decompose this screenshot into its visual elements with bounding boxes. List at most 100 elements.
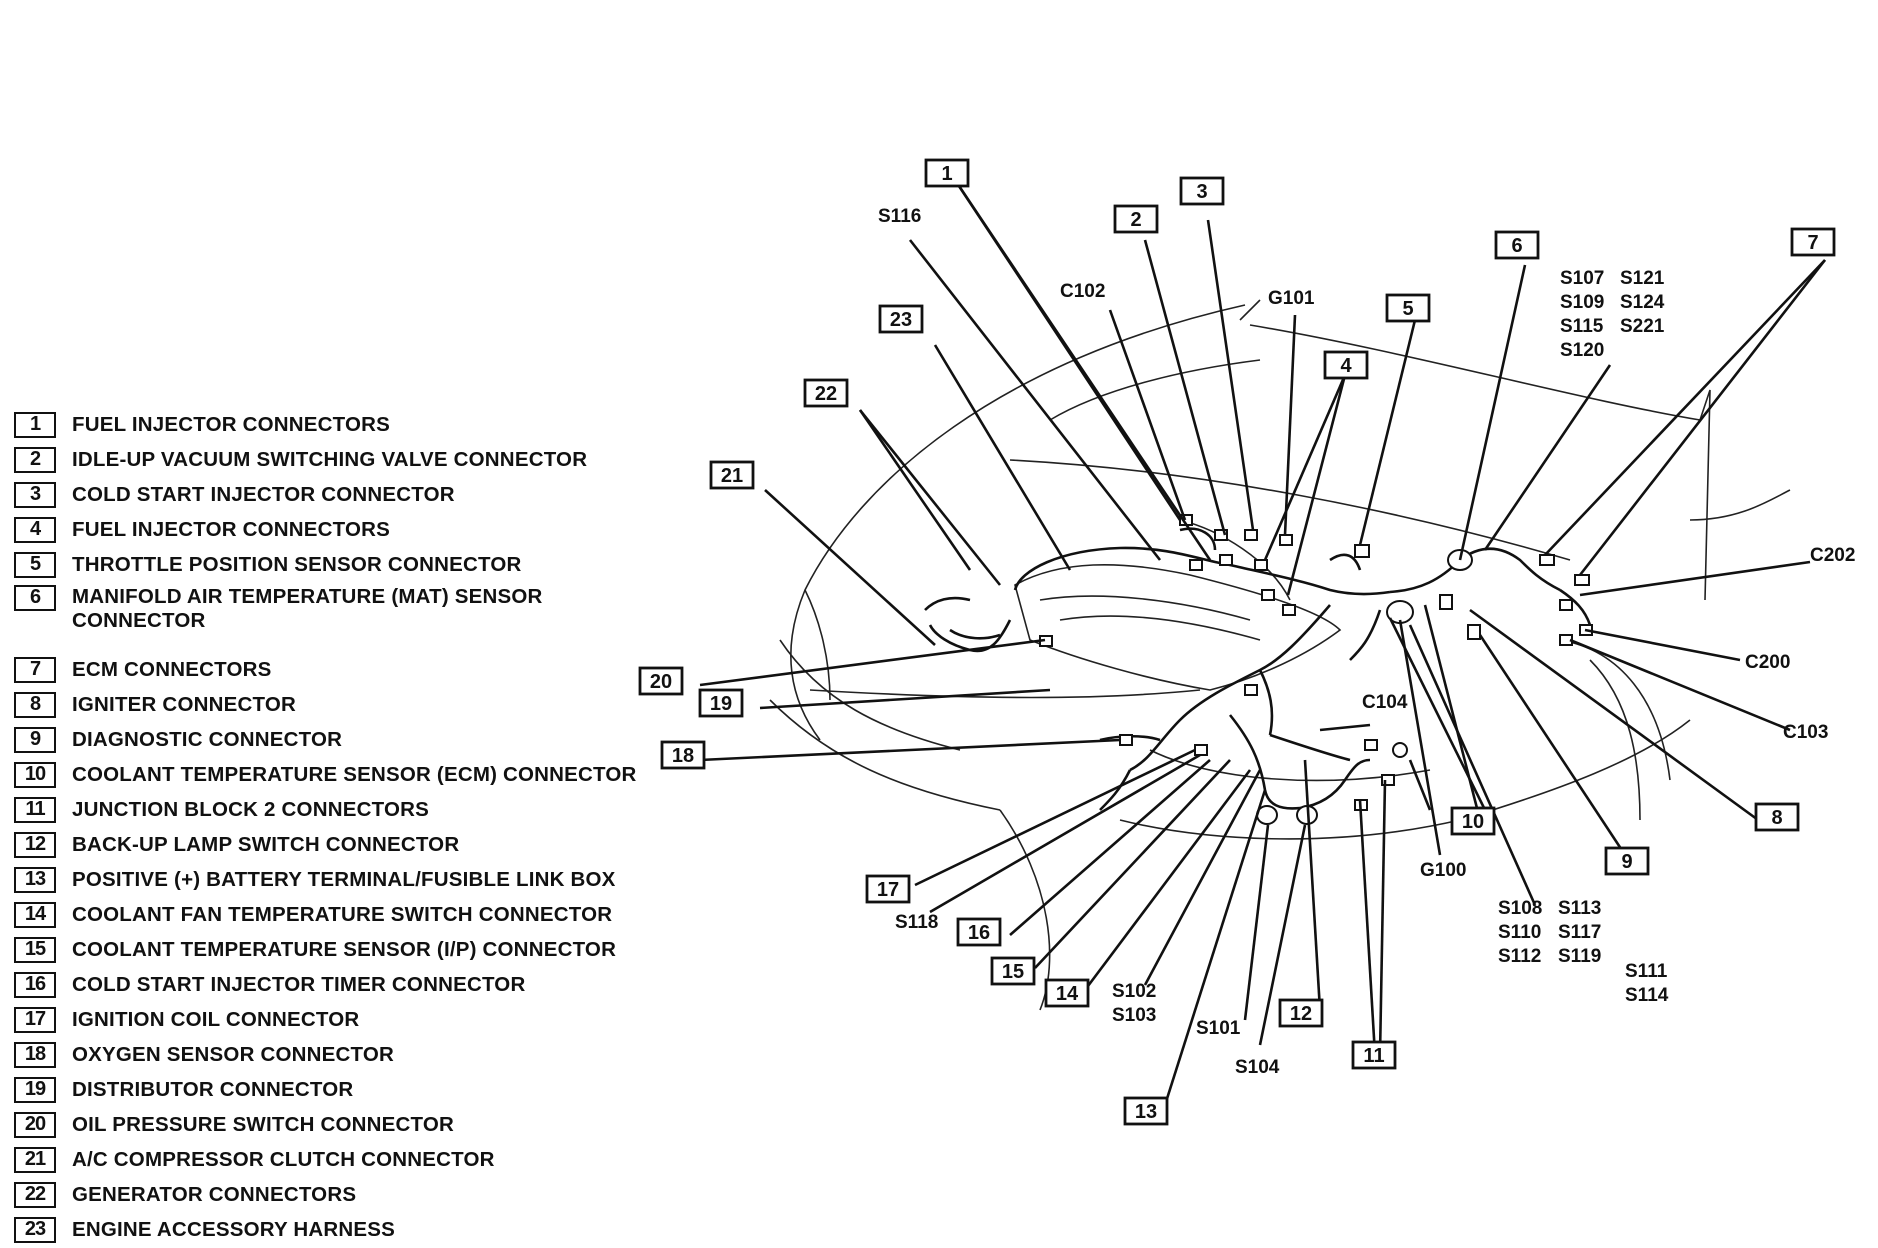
callout-15: 15 (990, 956, 1036, 986)
label-s104: S104 (1235, 1057, 1280, 1078)
legend-label: FUEL INJECTOR CONNECTORS (72, 413, 391, 436)
label-c202: C202 (1810, 545, 1855, 566)
label-c104: C104 (1362, 692, 1408, 713)
legend-number-box: 4 (14, 517, 56, 543)
legend-item-22: 22 GENERATOR CONNECTORS (14, 1180, 356, 1210)
legend-item-8: 8 IGNITER CONNECTOR (14, 690, 296, 720)
legend-number-box: 8 (14, 692, 56, 718)
legend-number-box: 10 (14, 762, 56, 788)
svg-text:17: 17 (877, 879, 899, 901)
callout-21: 21 (709, 460, 755, 490)
callout-5: 5 (1385, 293, 1431, 323)
legend-number-box: 5 (14, 552, 56, 578)
svg-text:22: 22 (815, 383, 837, 405)
callout-23: 23 (878, 304, 924, 334)
svg-text:10: 10 (1462, 811, 1484, 833)
legend-number-box: 1 (14, 412, 56, 438)
svg-text:9: 9 (1621, 851, 1632, 873)
label-s124: S124 (1620, 292, 1665, 313)
legend-label: IDLE-UP VACUUM SWITCHING VALVE CONNECTOR (72, 448, 588, 471)
legend-number-box: 23 (14, 1217, 56, 1243)
svg-text:3: 3 (1196, 181, 1207, 203)
legend-label: BACK-UP LAMP SWITCH CONNECTOR (72, 833, 460, 856)
legend-label: COLD START INJECTOR TIMER CONNECTOR (72, 973, 526, 996)
legend-label: THROTTLE POSITION SENSOR CONNECTOR (72, 553, 522, 576)
label-c103: C103 (1783, 722, 1828, 743)
legend-label: OIL PRESSURE SWITCH CONNECTOR (72, 1113, 455, 1136)
label-s119: S119 (1558, 946, 1601, 967)
legend-number-box: 22 (14, 1182, 56, 1208)
label-c102: C102 (1060, 281, 1105, 302)
callout-2: 2 (1113, 204, 1159, 234)
callout-8: 8 (1754, 802, 1800, 832)
svg-text:12: 12 (1290, 1003, 1312, 1025)
callout-3: 3 (1179, 176, 1225, 206)
label-s101: S101 (1196, 1018, 1241, 1039)
legend-label: IGNITER CONNECTOR (72, 693, 296, 716)
legend-label: JUNCTION BLOCK 2 CONNECTORS (72, 798, 429, 821)
callout-4: 4 (1323, 350, 1369, 380)
legend-number-box: 15 (14, 937, 56, 963)
legend-item-1: 1 FUEL INJECTOR CONNECTORS (14, 410, 390, 440)
legend-label: OXYGEN SENSOR CONNECTOR (72, 1043, 395, 1066)
label-s103: S103 (1112, 1005, 1156, 1026)
leader-lines (699, 179, 1827, 1106)
label-c200: C200 (1745, 652, 1790, 673)
legend-label: IGNITION COIL CONNECTOR (72, 1008, 360, 1031)
legend-number-box: 2 (14, 447, 56, 473)
legend-item-15: 15 COOLANT TEMPERATURE SENSOR (I/P) CONNE… (14, 935, 616, 965)
svg-text:13: 13 (1135, 1101, 1157, 1123)
legend-number-box: 21 (14, 1147, 56, 1173)
legend-label: MANIFOLD AIR TEMPERATURE (MAT) SENSOR CO… (72, 585, 543, 632)
legend-label: ENGINE ACCESSORY HARNESS (72, 1218, 395, 1241)
legend-label: COOLANT TEMPERATURE SENSOR (I/P) CONNECT… (72, 938, 617, 961)
legend-item-23: 23 ENGINE ACCESSORY HARNESS (14, 1215, 395, 1245)
legend-number-box: 6 (14, 585, 56, 611)
legend-label: GENERATOR CONNECTORS (72, 1183, 357, 1206)
svg-text:20: 20 (650, 671, 672, 693)
label-s113: S113 (1558, 898, 1601, 919)
legend-number-box: 9 (14, 727, 56, 753)
legend-number-box: 19 (14, 1077, 56, 1103)
callout-17: 17 (865, 874, 911, 904)
svg-text:15: 15 (1002, 961, 1024, 983)
legend-number-box: 18 (14, 1042, 56, 1068)
svg-text:1: 1 (941, 163, 952, 185)
label-s120: S120 (1560, 340, 1604, 361)
callout-22: 22 (803, 378, 849, 408)
legend-item-2: 2 IDLE-UP VACUUM SWITCHING VALVE CONNECTO… (14, 445, 587, 475)
svg-text:7: 7 (1807, 232, 1818, 254)
label-g100: G100 (1420, 860, 1466, 881)
svg-text:14: 14 (1056, 983, 1079, 1005)
label-s107: S107 (1560, 268, 1604, 289)
label-s102: S102 (1112, 981, 1156, 1002)
legend-number-box: 17 (14, 1007, 56, 1033)
svg-text:21: 21 (721, 465, 743, 487)
callout-1: 1 (924, 158, 970, 188)
callout-13: 13 (1123, 1096, 1169, 1126)
label-s114: S114 (1625, 985, 1669, 1006)
label-s115: S115 (1560, 316, 1604, 337)
legend-number-box: 3 (14, 482, 56, 508)
callout-12: 12 (1278, 998, 1324, 1028)
engine-block (1014, 519, 1342, 691)
callout-10: 10 (1450, 806, 1496, 836)
legend-number-box: 13 (14, 867, 56, 893)
label-s108: S108 (1498, 898, 1542, 919)
callout-7: 7 (1790, 227, 1836, 257)
legend-item-5: 5 THROTTLE POSITION SENSOR CONNECTOR (14, 550, 521, 580)
callout-14: 14 (1044, 978, 1090, 1008)
label-s116: S116 (878, 206, 921, 227)
callout-18: 18 (660, 740, 706, 770)
legend-label: A/C COMPRESSOR CLUTCH CONNECTOR (72, 1148, 495, 1171)
legend-label: ECM CONNECTORS (72, 658, 272, 681)
label-s118: S118 (895, 912, 938, 933)
label-s109: S109 (1560, 292, 1604, 313)
